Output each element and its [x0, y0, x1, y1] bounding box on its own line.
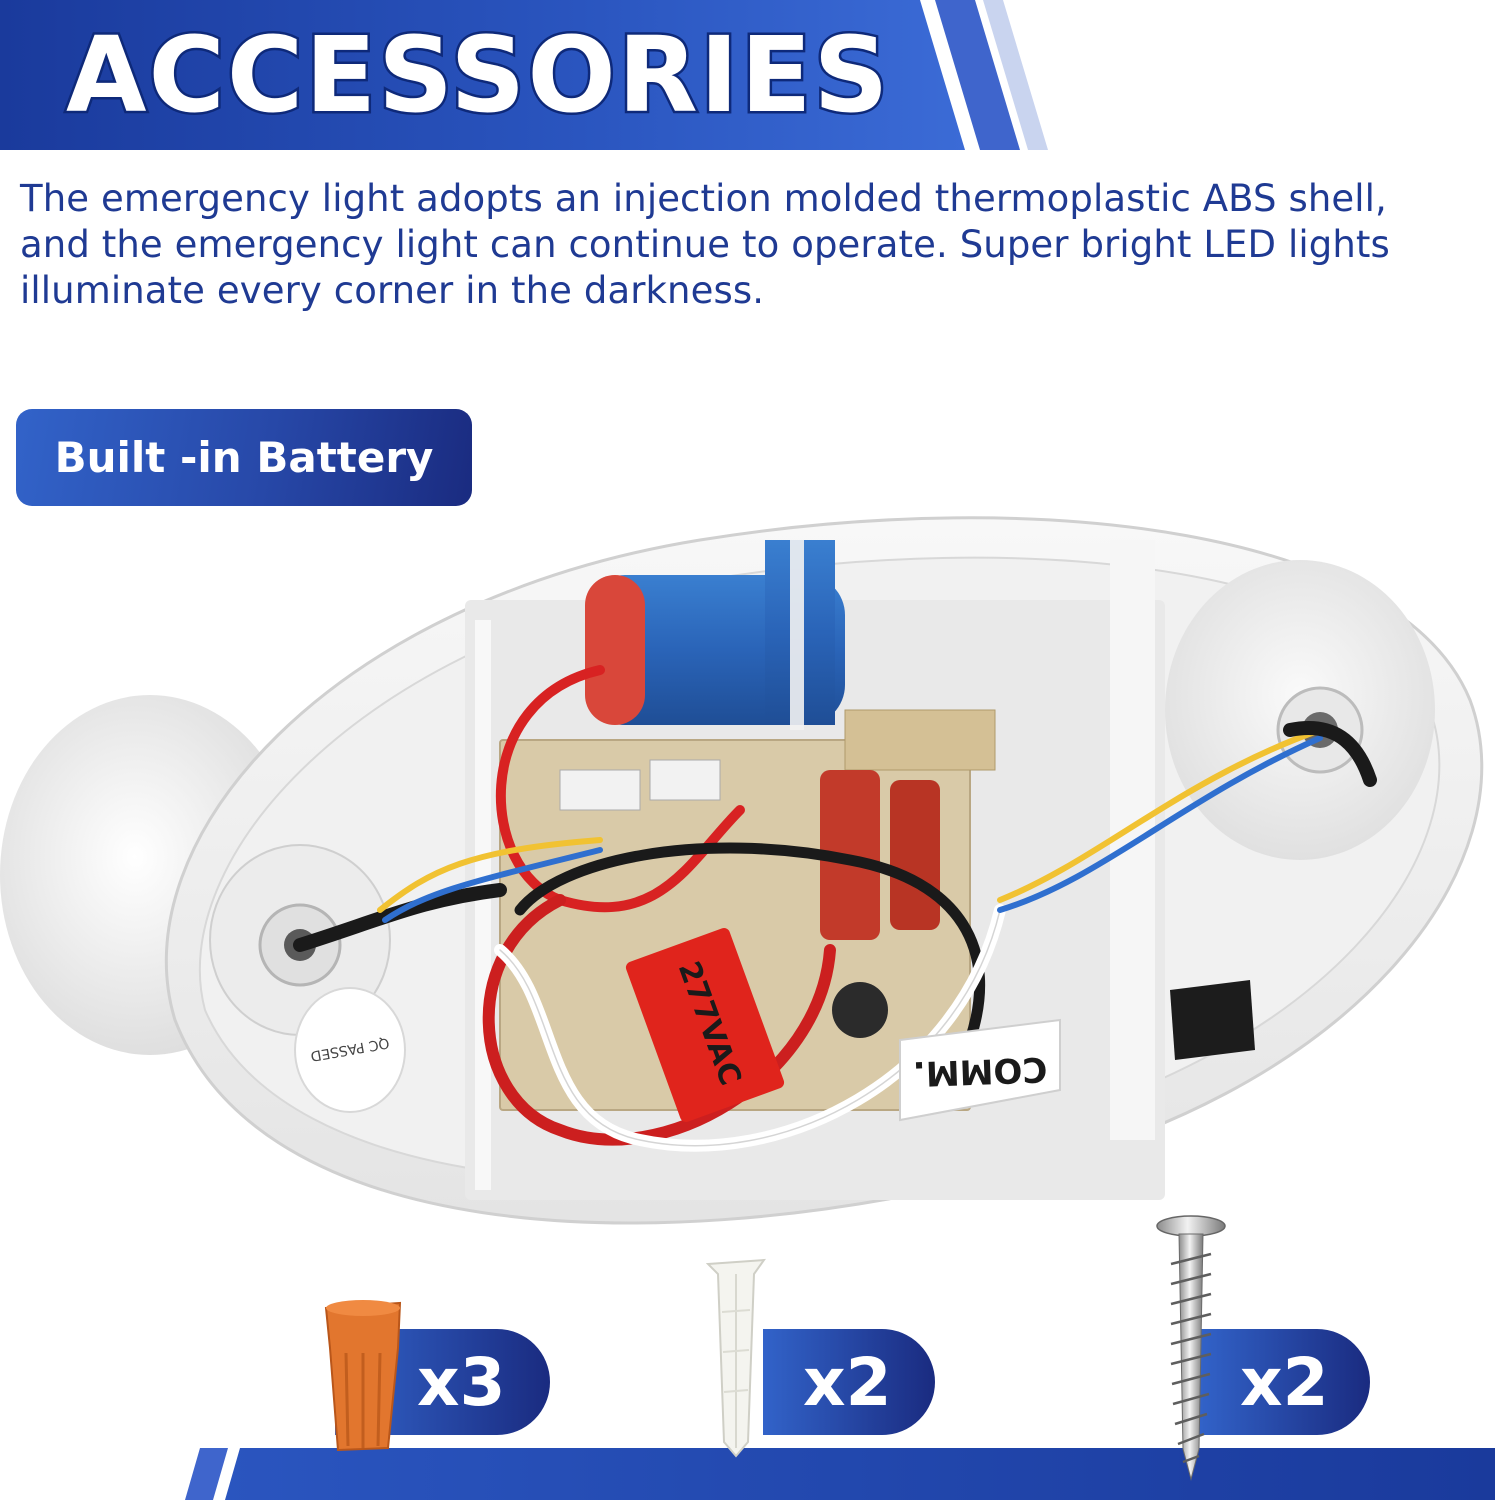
banner-background: [0, 0, 1048, 150]
wiring: [293, 665, 1377, 1152]
product-description: The emergency light adopts an injection …: [20, 177, 1390, 312]
screw-icon: [1156, 1215, 1226, 1481]
screw-quantity: x2: [1240, 1343, 1329, 1421]
black-strap: [1170, 980, 1255, 1060]
built-in-battery-badge: Built -in Battery: [16, 409, 472, 506]
accessory-pill-anchor: x2: [763, 1329, 935, 1435]
comm-label: COMM.: [899, 1018, 1061, 1122]
right-lamp-socket: [1165, 560, 1435, 860]
connector-quantity: x3: [417, 1343, 506, 1421]
voltage-tag: 277VAC: [625, 928, 785, 1122]
emergency-light-illustration: QC PASSED: [0, 516, 1484, 1225]
wall-anchor-icon: [706, 1258, 766, 1458]
anchor-quantity: x2: [803, 1343, 892, 1421]
qc-sticker: QC PASSED: [294, 987, 406, 1113]
page-title: ACCESSORIES: [63, 12, 891, 139]
divider-wall-left: [475, 620, 491, 1190]
accessory-pill-screw: x2: [1198, 1329, 1370, 1435]
capacitor-black: [832, 982, 888, 1038]
badge-label: Built -in Battery: [54, 433, 434, 482]
wire-connector-icon: [324, 1300, 402, 1452]
product-image: QC PASSED: [0, 480, 1495, 1260]
comm-label-text: COMM.: [912, 1049, 1048, 1094]
divider-wall-right: [1110, 540, 1155, 1140]
battery-pack: [585, 540, 845, 730]
bottom-bar: [185, 1448, 1495, 1500]
header-banner: ACCESSORIES: [0, 0, 1495, 150]
capacitor-red-2: [890, 780, 940, 930]
